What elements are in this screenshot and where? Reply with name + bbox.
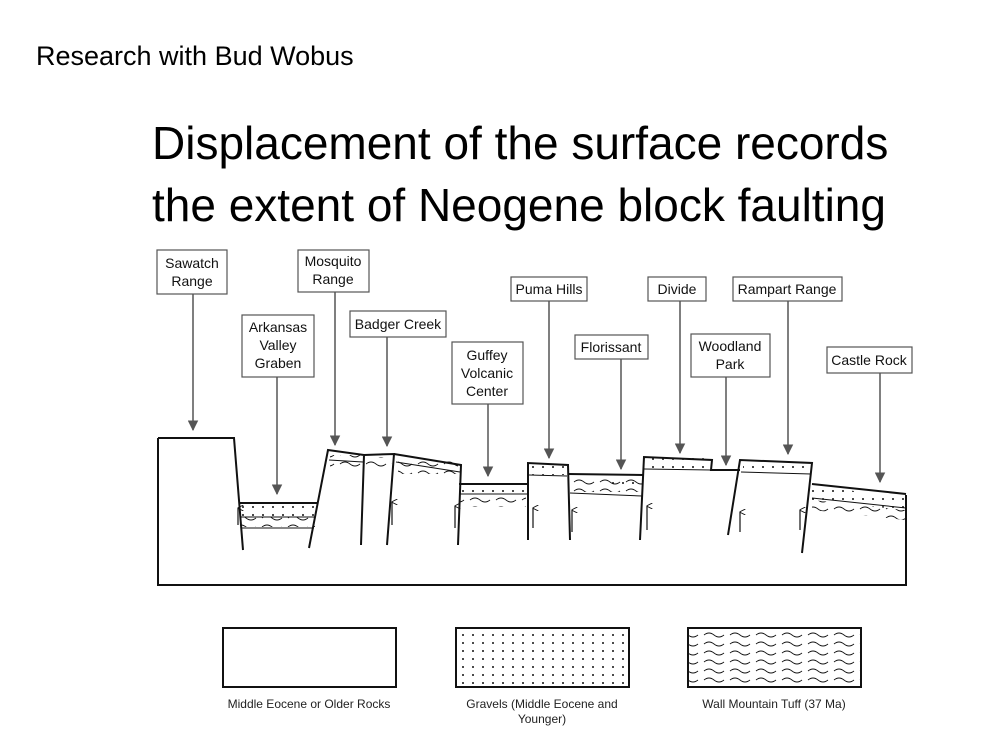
callout-guffey-line-1: Guffey bbox=[467, 347, 508, 363]
callout-castle-rock: Castle Rock bbox=[826, 346, 913, 374]
callout-arkansas-valley-graben: Arkansas Valley Graben bbox=[241, 314, 315, 378]
legend-older-rocks: Middle Eocene or Older Rocks bbox=[222, 627, 397, 711]
callout-sawatch-range: Sawatch Range bbox=[156, 249, 228, 295]
slide-title-line-2: the extent of Neogene block faulting bbox=[152, 179, 886, 231]
badger-main-block bbox=[393, 453, 463, 546]
legend-gravels-label-line-1: Gravels (Middle Eocene and bbox=[466, 697, 617, 711]
badger-small-block bbox=[363, 452, 396, 546]
sawatch-block bbox=[158, 437, 244, 551]
legend-gravels: Gravels (Middle Eocene and Younger) bbox=[455, 627, 630, 726]
callout-woodland-line-1: Woodland bbox=[699, 338, 762, 354]
callout-florissant: Florissant bbox=[574, 334, 649, 360]
callout-sawatch-line-1: Sawatch bbox=[165, 255, 219, 271]
legend-wall-mountain-tuff: Wall Mountain Tuff (37 Ma) bbox=[687, 627, 862, 711]
callout-badger-creek: Badger Creek bbox=[349, 310, 447, 338]
legend: Middle Eocene or Older Rocks Gravels (Mi… bbox=[222, 627, 862, 726]
callout-castle-line-1: Castle Rock bbox=[831, 352, 907, 368]
slide-title-line-1: Displacement of the surface records bbox=[152, 117, 889, 169]
callout-mosquito-line-1: Mosquito bbox=[305, 253, 362, 269]
callout-sawatch-line-2: Range bbox=[171, 273, 212, 289]
callout-arkansas-line-2: Valley bbox=[259, 337, 296, 353]
puma-hills-block bbox=[527, 461, 571, 541]
callout-woodland-line-2: Park bbox=[716, 356, 746, 372]
rampart-block bbox=[727, 458, 814, 554]
legend-older-rocks-label: Middle Eocene or Older Rocks bbox=[228, 697, 391, 711]
mosquito-block bbox=[308, 448, 366, 549]
legend-older-rocks-swatch bbox=[222, 627, 397, 688]
callout-guffey-line-2: Volcanic bbox=[461, 365, 513, 381]
callout-mosquito-line-2: Range bbox=[312, 271, 353, 287]
callout-rampart-line-1: Rampart Range bbox=[738, 281, 837, 297]
legend-gravels-label-line-2: Younger) bbox=[518, 712, 566, 726]
callout-pointer-arrows bbox=[187, 292, 886, 496]
base-outline bbox=[157, 438, 907, 586]
slide-title: Displacement of the surface records the … bbox=[152, 112, 888, 236]
callout-divide: Divide bbox=[647, 276, 707, 302]
header-research-with-bud-wobus: Research with Bud Wobus bbox=[36, 41, 354, 71]
callout-arkansas-line-1: Arkansas bbox=[249, 319, 307, 335]
arkansas-graben-fill bbox=[239, 502, 318, 529]
callout-mosquito-range: Mosquito Range bbox=[297, 249, 370, 293]
callout-arkansas-line-3: Graben bbox=[255, 355, 302, 371]
callout-puma-hills: Puma Hills bbox=[510, 276, 588, 302]
legend-gravels-swatch bbox=[455, 627, 630, 688]
guffey-fill bbox=[459, 483, 528, 507]
callout-badger-line-1: Badger Creek bbox=[355, 316, 442, 332]
callout-florissant-line-1: Florissant bbox=[581, 339, 642, 355]
fault-slip-arrows bbox=[237, 502, 800, 532]
callout-guffey-line-3: Center bbox=[466, 383, 508, 399]
legend-tuff-label: Wall Mountain Tuff (37 Ma) bbox=[702, 697, 845, 711]
callout-divide-line-1: Divide bbox=[658, 281, 697, 297]
callout-rampart-range: Rampart Range bbox=[732, 276, 843, 302]
florissant-fill bbox=[567, 473, 645, 497]
legend-tuff-swatch bbox=[687, 627, 862, 688]
callout-guffey-volcanic-center: Guffey Volcanic Center bbox=[451, 341, 524, 405]
callout-puma-line-1: Puma Hills bbox=[516, 281, 583, 297]
callout-woodland-park: Woodland Park bbox=[690, 333, 771, 378]
castle-rock-slope bbox=[811, 483, 907, 520]
divide-block bbox=[639, 455, 740, 541]
